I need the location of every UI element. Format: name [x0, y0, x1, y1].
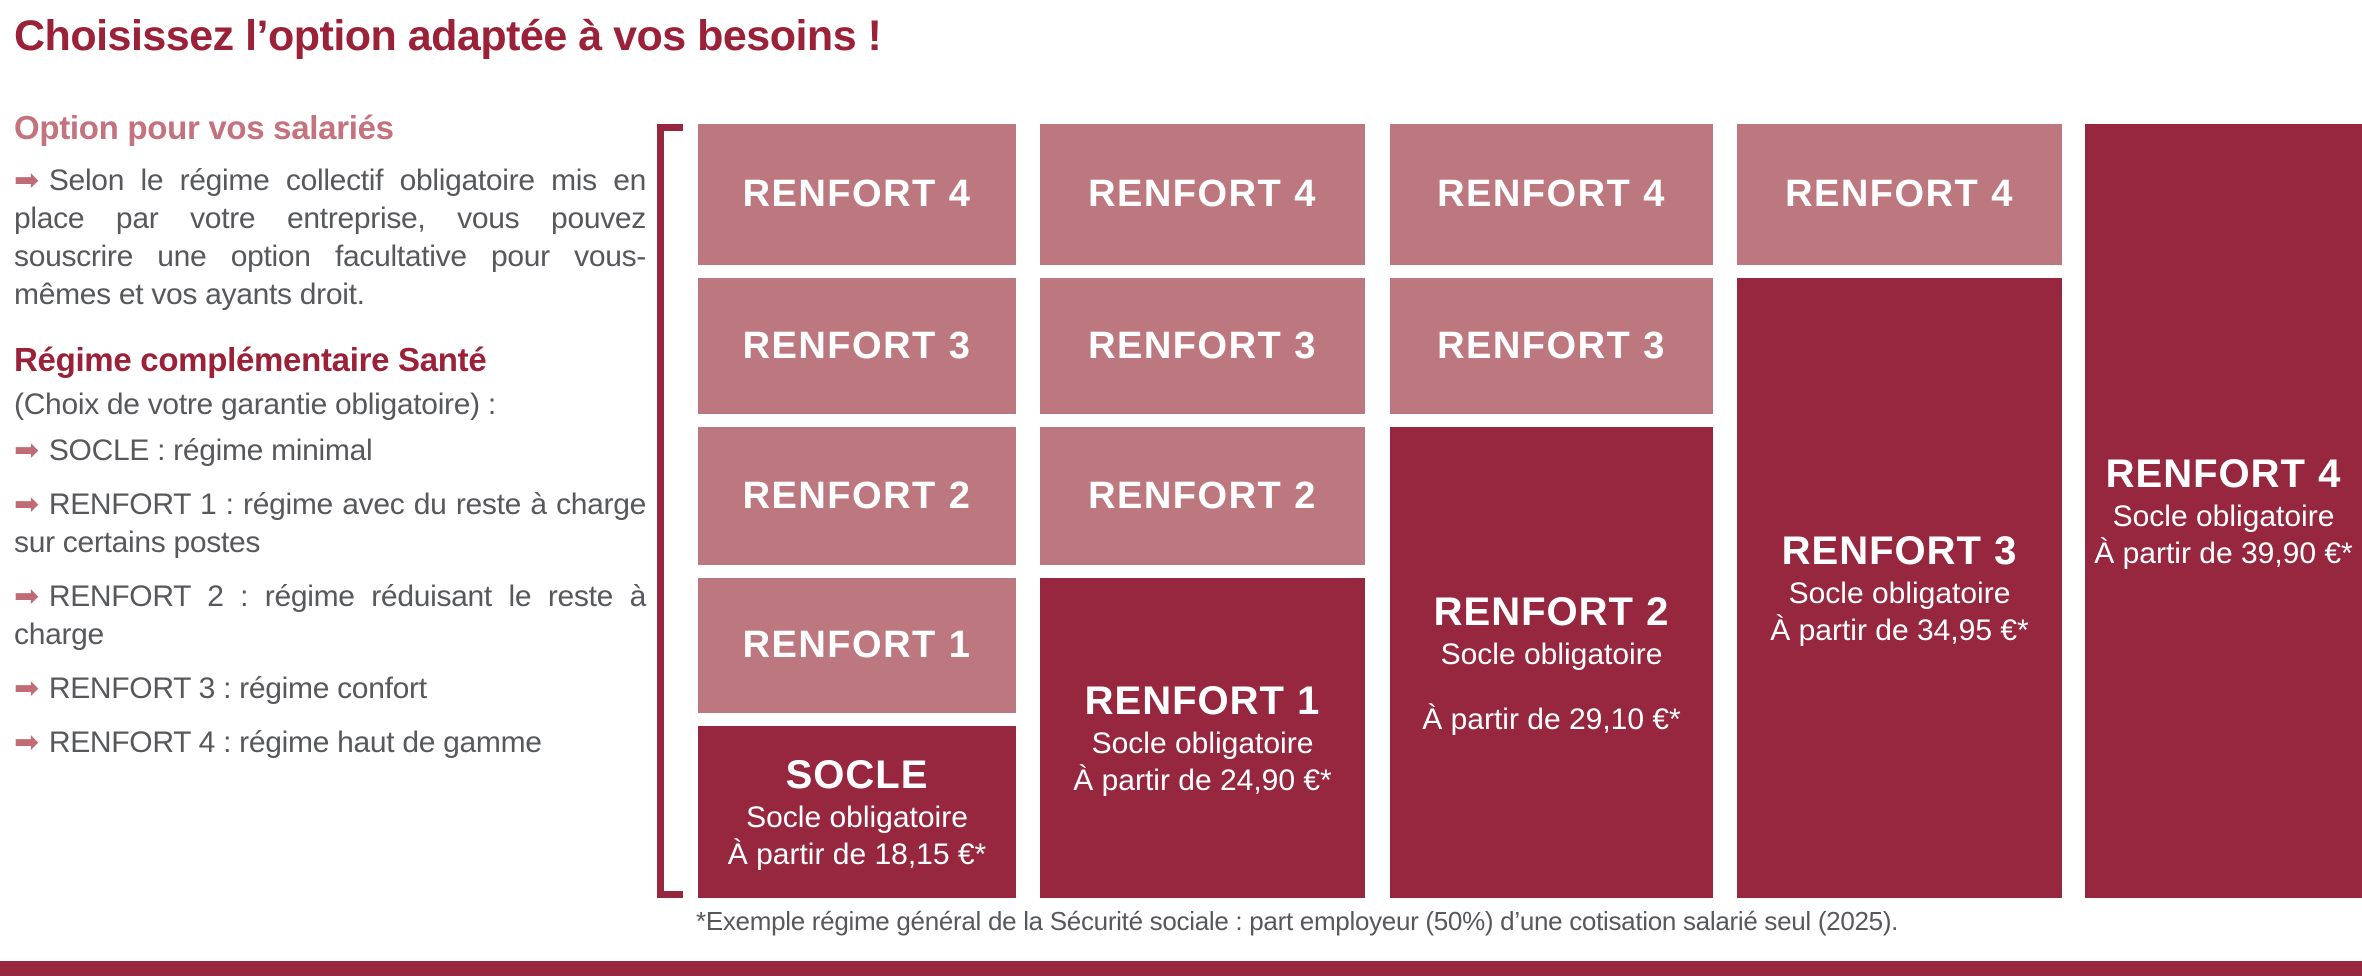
plan-block-dark: SOCLE Socle obligatoire À partir de 18,1…	[698, 726, 1016, 898]
plan-price: À partir de 39,90 €*	[2094, 537, 2353, 570]
footnote: *Exemple régime général de la Sécurité s…	[696, 906, 1899, 936]
plan-block-light: RENFORT 3	[1040, 278, 1365, 414]
plan-subtitle: Socle obligatoire	[1091, 727, 1314, 760]
plan-subtitle: Socle obligatoire	[2112, 500, 2335, 533]
plan-block-light: RENFORT 1	[698, 578, 1016, 713]
sidebar: Option pour vos salariés ➡Selon le régim…	[14, 108, 646, 778]
sidebar-intro: (Choix de votre garantie obligatoire) :	[14, 388, 496, 421]
plan-price: À partir de 29,10 €*	[1422, 702, 1681, 736]
plan-name: RENFORT 1	[1084, 679, 1321, 723]
page-title: Choisissez l’option adaptée à vos besoin…	[14, 12, 882, 60]
bullet-renfort-3: ➡ RENFORT 3 : régime confort	[14, 670, 646, 708]
plan-subtitle: Socle obligatoire	[1440, 637, 1663, 671]
plan-name: RENFORT 3	[1781, 529, 2018, 573]
bullet-text: RENFORT 2 : régime réduisant le reste à …	[14, 580, 646, 651]
bullet-renfort-4: ➡ RENFORT 4 : régime haut de gamme	[14, 724, 646, 762]
sidebar-heading-option-salaries: Option pour vos salariés	[14, 109, 394, 146]
plan-column-renfort-4: RENFORT 4 Socle obligatoire À partir de …	[2085, 124, 2362, 898]
bullet-renfort-2: ➡RENFORT 2 : régime réduisant le reste à…	[14, 578, 646, 654]
plan-name: RENFORT 2	[1433, 589, 1670, 634]
bottom-rule	[0, 961, 2362, 976]
plan-block-light: RENFORT 4	[1040, 124, 1365, 265]
sidebar-paragraph-text: Selon le régime collectif obligatoire mi…	[14, 164, 646, 311]
plan-subtitle: Socle obligatoire	[1788, 577, 2011, 610]
plan-price: À partir de 24,90 €*	[1073, 764, 1332, 797]
bracket-top-tick	[657, 124, 683, 131]
arrow-icon: ➡	[14, 164, 39, 197]
plan-column-socle: RENFORT 4 RENFORT 3 RENFORT 2 RENFORT 1 …	[698, 124, 1016, 898]
plan-column-renfort-2: RENFORT 4 RENFORT 3 RENFORT 2 Socle obli…	[1390, 124, 1713, 898]
bullet-socle: ➡ SOCLE : régime minimal	[14, 432, 646, 470]
bullet-renfort-1: ➡RENFORT 1 : régime avec du reste à char…	[14, 486, 646, 562]
plan-block-light: RENFORT 4	[1737, 124, 2062, 265]
plan-column-renfort-3: RENFORT 4 RENFORT 3 Socle obligatoire À …	[1737, 124, 2062, 898]
arrow-icon: ➡	[14, 726, 39, 759]
bullet-text: SOCLE : régime minimal	[48, 434, 373, 467]
sidebar-paragraph: ➡Selon le régime collectif obligatoire m…	[14, 162, 646, 314]
plan-name: SOCLE	[785, 753, 929, 797]
plan-block-dark: RENFORT 1 Socle obligatoire À partir de …	[1040, 578, 1365, 898]
arrow-icon: ➡	[14, 434, 39, 467]
plan-column-renfort-1: RENFORT 4 RENFORT 3 RENFORT 2 RENFORT 1 …	[1040, 124, 1365, 898]
bracket-bottom-tick	[657, 891, 683, 898]
plan-price: À partir de 18,15 €*	[727, 838, 987, 871]
plan-block-light: RENFORT 4	[1390, 124, 1713, 265]
plan-name: RENFORT 4	[2105, 452, 2342, 496]
plan-block-light: RENFORT 3	[1390, 278, 1713, 414]
bracket-line	[657, 124, 664, 898]
bullet-text: RENFORT 3 : régime confort	[48, 672, 427, 705]
plan-block-dark: RENFORT 2 Socle obligatoire À partir de …	[1390, 427, 1713, 898]
plan-block-dark: RENFORT 4 Socle obligatoire À partir de …	[2085, 124, 2362, 898]
plan-price: À partir de 34,95 €*	[1770, 614, 2029, 647]
bullet-text: RENFORT 4 : régime haut de gamme	[48, 726, 542, 759]
sidebar-heading-regime-sante: Régime complémentaire Santé	[14, 341, 487, 378]
bullet-text: RENFORT 1 : régime avec du reste à charg…	[14, 488, 646, 559]
plan-block-light: RENFORT 2	[698, 427, 1016, 565]
plan-subtitle: Socle obligatoire	[746, 801, 968, 834]
arrow-icon: ➡	[14, 580, 39, 613]
plan-block-light: RENFORT 3	[698, 278, 1016, 414]
arrow-icon: ➡	[14, 488, 39, 521]
arrow-icon: ➡	[14, 672, 39, 705]
plan-block-light: RENFORT 4	[698, 124, 1016, 265]
plan-block-light: RENFORT 2	[1040, 427, 1365, 565]
plan-block-dark: RENFORT 3 Socle obligatoire À partir de …	[1737, 278, 2062, 898]
